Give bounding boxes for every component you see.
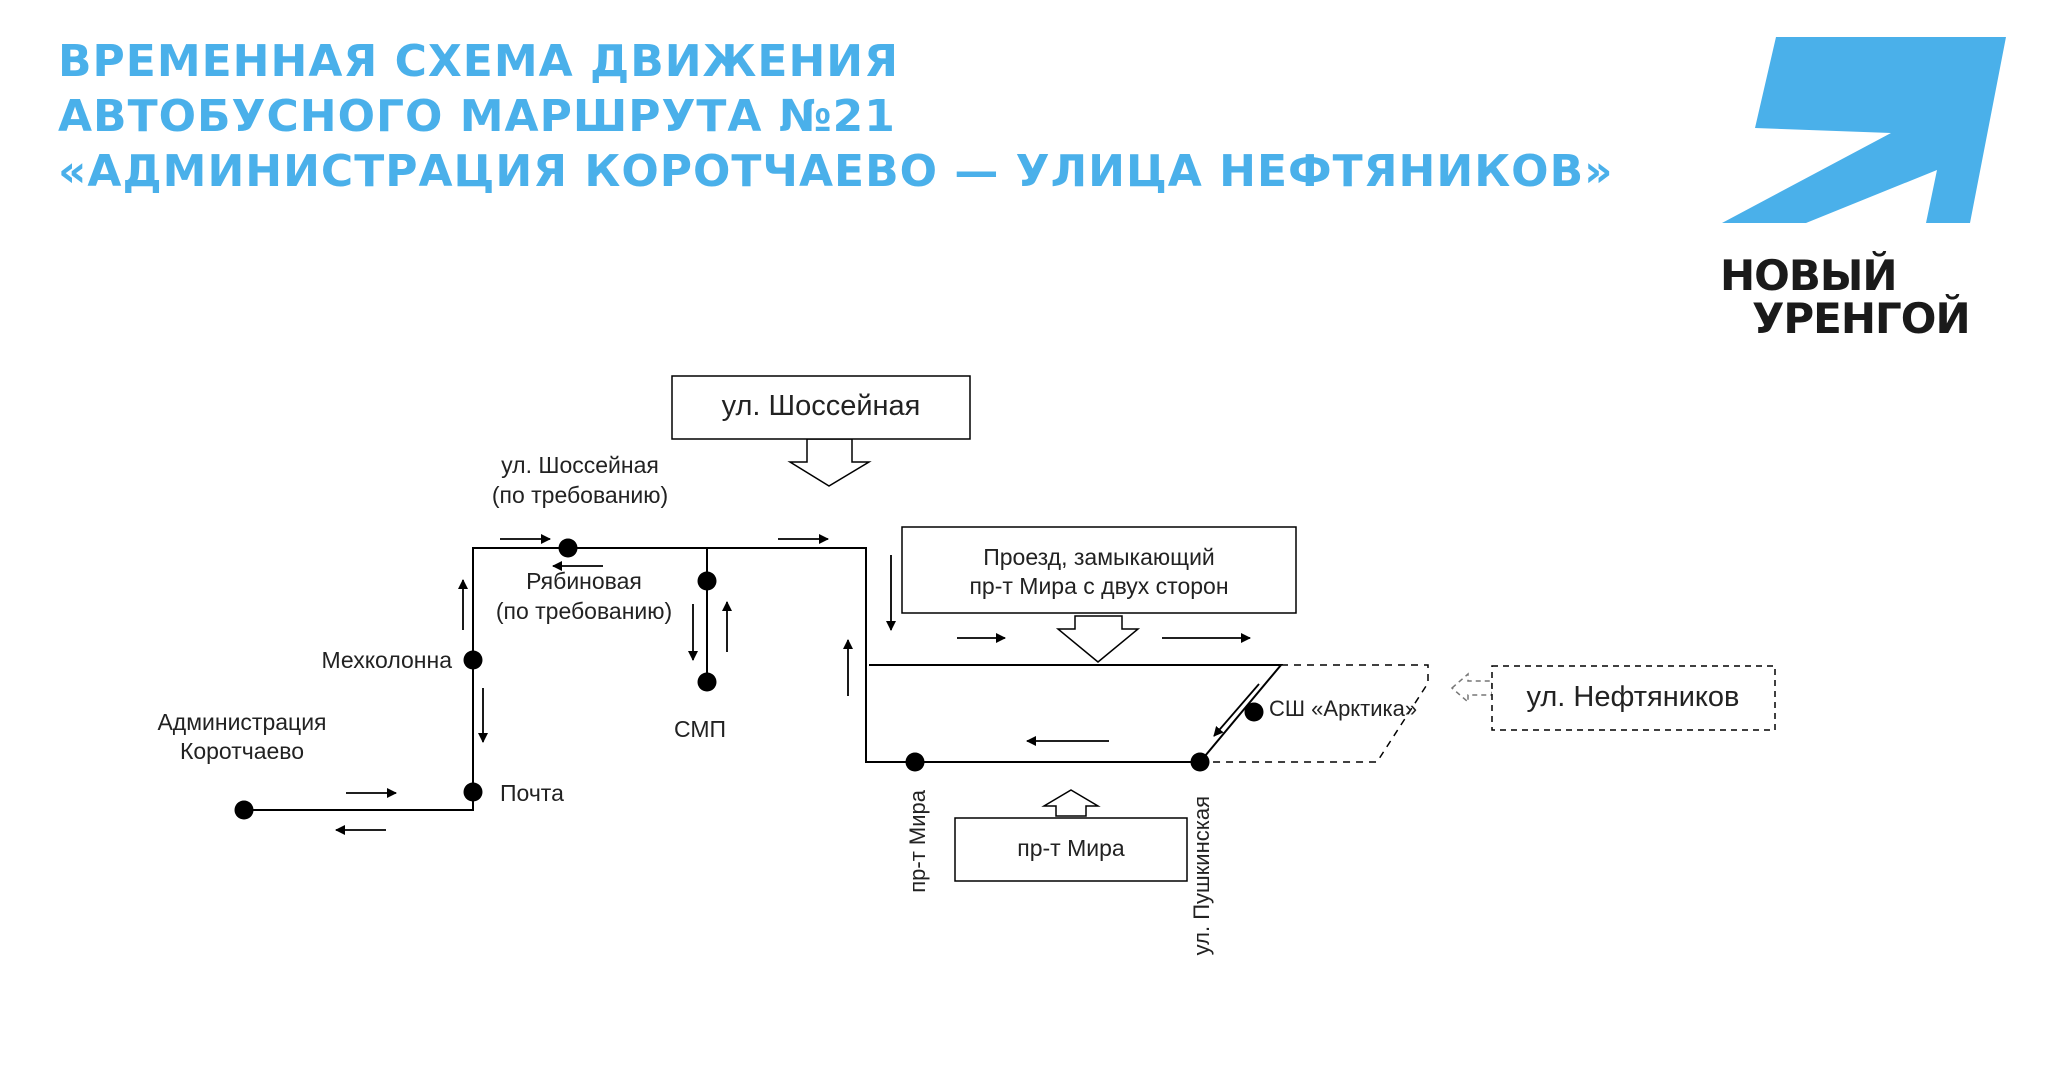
shosseynaya-down-arrow-icon — [787, 438, 872, 487]
box-neftyanikov-label: ул. Нефтяников — [1527, 681, 1740, 713]
label-admin-2: Коротчаево — [180, 738, 304, 764]
box-shosseynaya-label: ул. Шоссейная — [722, 390, 921, 422]
title-line-3: «АДМИНИСТРАЦИЯ КОРОТЧАЕВО — УЛИЦА НЕФТЯН… — [58, 146, 1614, 197]
label-ryabinovaya-1: Рябиновая — [526, 568, 642, 594]
box-proezd-label-2: пр-т Мира с двух сторон — [969, 573, 1228, 599]
label-smp: СМП — [674, 716, 726, 742]
stop-marker-pushkinskaya — [1190, 752, 1210, 772]
label-mira-stop: пр-т Мира — [905, 789, 930, 893]
proezd-down-arrow-icon — [1055, 615, 1141, 663]
label-pochta: Почта — [500, 780, 564, 806]
box-mira-label: пр-т Мира — [1017, 835, 1125, 861]
logo-arrow-icon — [1722, 37, 2006, 223]
stop-marker-mira — [905, 752, 925, 772]
logo-wordmark: НОВЫЙ УРЕНГОЙ — [1720, 251, 1971, 343]
stop-labels: Администрация Коротчаево Мехколонна Почт… — [157, 452, 1417, 955]
mira-up-arrow-outline-icon — [1041, 789, 1101, 817]
stop-marker-pochta — [463, 782, 483, 802]
label-shosseynaya-2: (по требованию) — [492, 482, 668, 508]
box-mira: пр-т Мира — [954, 817, 1188, 882]
logo-line-1: НОВЫЙ — [1720, 251, 1898, 300]
neftyanikov-connector — [1200, 664, 1429, 763]
stop-marker-smp — [697, 672, 717, 692]
box-neftyanikov: ул. Нефтяников — [1491, 665, 1776, 731]
title-line-2: АВТОБУСНОГО МАРШРУТА №21 — [58, 91, 896, 142]
box-proezd-label-1: Проезд, замыкающий — [983, 544, 1215, 570]
label-arktika: СШ «Арктика» — [1269, 696, 1417, 721]
route-lines — [244, 547, 1284, 811]
logo-line-2: УРЕНГОЙ — [1752, 294, 1971, 343]
stop-marker-mekhkolonna — [463, 650, 483, 670]
title-line-1: ВРЕМЕННАЯ СХЕМА ДВИЖЕНИЯ — [58, 36, 900, 87]
dashed-entry-arrow-icon — [1450, 672, 1493, 704]
box-proezd: Проезд, замыкающий пр-т Мира с двух стор… — [901, 526, 1297, 614]
direction-arrows — [335, 534, 1260, 835]
box-shosseynaya: ул. Шоссейная — [671, 375, 971, 440]
stops — [234, 538, 1264, 820]
label-shosseynaya-1: ул. Шоссейная — [501, 452, 659, 478]
label-ryabinovaya-2: (по требованию) — [496, 598, 672, 624]
stop-marker-ryabinovaya — [697, 571, 717, 591]
label-admin-1: Администрация — [157, 709, 326, 735]
stop-marker-arktika — [1244, 702, 1264, 722]
label-pushkinskaya: ул. Пушкинская — [1189, 796, 1214, 955]
label-mekhkolonna: Мехколонна — [322, 647, 453, 673]
page-title: ВРЕМЕННАЯ СХЕМА ДВИЖЕНИЯ АВТОБУСНОГО МАР… — [58, 34, 1614, 199]
stop-marker-admin — [234, 800, 254, 820]
stop-marker-shosseynaya — [558, 538, 578, 558]
